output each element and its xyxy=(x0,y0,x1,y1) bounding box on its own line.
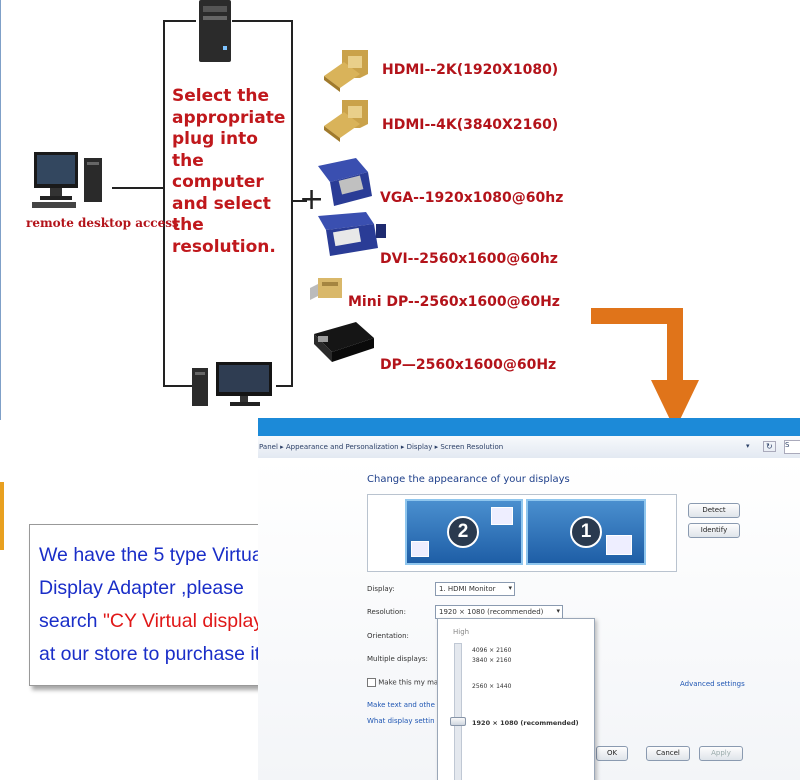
page-title: Change the appearance of your displays xyxy=(367,474,570,485)
promo-line: We have the 5 type Virtual xyxy=(39,544,268,566)
text-size-link[interactable]: Make text and othe xyxy=(367,701,435,709)
plug-label-mini-dp: Mini DP--2560x1600@60Hz xyxy=(348,294,560,310)
keyboard-icon xyxy=(606,535,632,555)
slider-high-label: High xyxy=(453,628,470,636)
monitor-number: 2 xyxy=(447,516,479,548)
monitor-number: 1 xyxy=(570,516,602,548)
ok-button[interactable]: OK xyxy=(596,746,628,761)
monitor-1[interactable]: 1 xyxy=(526,499,646,565)
apply-button[interactable]: Apply xyxy=(699,746,743,761)
display-settings-link[interactable]: What display settin xyxy=(367,717,435,725)
loop-bottom-right xyxy=(276,385,293,387)
plug-label-vga: VGA--1920x1080@60hz xyxy=(380,190,564,206)
detect-button[interactable]: Detect xyxy=(688,503,740,518)
arrow-down-icon xyxy=(591,308,699,430)
display-select[interactable]: 1. HDMI Monitor ▾ xyxy=(435,582,515,596)
chevron-down-icon: ▾ xyxy=(556,607,560,615)
remote-connector-line xyxy=(112,187,164,189)
search-box[interactable]: S xyxy=(784,440,800,454)
loop-top-left xyxy=(163,20,196,22)
orientation-label: Orientation: xyxy=(367,632,409,640)
chevron-down-icon[interactable]: ▾ xyxy=(746,442,750,450)
instruction-line: the xyxy=(172,215,204,235)
plug-label-hdmi-4k: HDMI--4K(3840X2160) xyxy=(382,117,559,133)
promo-line: Display Adapter ,please xyxy=(39,577,244,599)
advanced-settings-link[interactable]: Advanced settings xyxy=(680,680,745,688)
remote-desktop-label: remote desktop access xyxy=(26,216,179,230)
promo-store-name: "CY Virtual display" xyxy=(102,610,270,632)
resolution-select[interactable]: 1920 × 1080 (recommended) ▾ xyxy=(435,605,563,619)
loop-top-right xyxy=(232,20,293,22)
main-display-checkbox[interactable]: Make this my ma xyxy=(367,678,438,687)
resolution-option[interactable]: 2560 × 1440 xyxy=(472,683,512,690)
monitor-icon xyxy=(491,507,513,525)
plug-label-dp: DP—2560x1600@60Hz xyxy=(380,357,557,373)
dp-plug-icon xyxy=(314,322,374,362)
mini-dp-plug-icon xyxy=(310,278,342,300)
loop-right-line xyxy=(291,20,293,387)
refresh-icon[interactable]: ↻ xyxy=(763,441,776,452)
resolution-option[interactable]: 1920 × 1080 (recommended) xyxy=(472,719,579,727)
resolution-option[interactable]: 3840 × 2160 xyxy=(472,657,512,664)
desktop-computer-icon xyxy=(32,152,102,208)
instruction-line: Select the xyxy=(172,86,270,106)
breadcrumb-item[interactable]: Screen Resolution xyxy=(440,443,504,451)
loop-left-line xyxy=(163,20,165,387)
multiple-displays-label: Multiple displays: xyxy=(367,655,428,663)
loop-bottom-left xyxy=(163,385,193,387)
resolution-label: Resolution: xyxy=(367,608,406,616)
resolution-dropdown[interactable]: High 4096 × 2160 3840 × 2160 2560 × 1440… xyxy=(437,618,595,780)
breadcrumb-item[interactable]: Panel xyxy=(259,443,278,451)
instruction-line: plug into xyxy=(172,129,258,149)
breadcrumb-item[interactable]: Appearance and Personalization xyxy=(285,443,399,451)
pc-tower-icon xyxy=(199,0,231,62)
hdmi-plug-icon xyxy=(324,100,368,142)
orange-edge-mark xyxy=(0,482,4,550)
breadcrumb: Panel ▸ Appearance and Personalization ▸… xyxy=(258,436,800,459)
plus-sign: + xyxy=(299,182,325,217)
instruction-line: resolution. xyxy=(172,236,276,257)
display-select-value: 1. HDMI Monitor xyxy=(439,585,496,593)
plug-label-hdmi-2k: HDMI--2K(1920X1080) xyxy=(382,62,559,78)
breadcrumb-item[interactable]: Display xyxy=(406,443,433,451)
instruction-line: and select xyxy=(172,193,271,214)
plugs-connector-line xyxy=(291,200,307,202)
resolution-option[interactable]: 4096 × 2160 xyxy=(472,647,512,654)
checkbox-label: Make this my ma xyxy=(378,678,439,687)
instruction-line: computer xyxy=(172,172,264,192)
slider-thumb[interactable] xyxy=(450,717,466,726)
instruction-line: appropriate xyxy=(172,107,286,128)
instruction-line: the xyxy=(172,150,204,171)
window-body: Change the appearance of your displays 2… xyxy=(258,458,800,780)
promo-line: search "CY Virtual display" xyxy=(39,605,328,638)
identify-button[interactable]: Identify xyxy=(688,523,740,538)
dvi-plug-icon xyxy=(318,212,386,256)
display-label: Display: xyxy=(367,585,395,593)
checkbox-box[interactable] xyxy=(367,678,376,687)
instruction-text: Select the appropriate plug into the com… xyxy=(172,86,285,258)
cancel-button[interactable]: Cancel xyxy=(646,746,690,761)
window-titlebar xyxy=(258,418,800,436)
left-edge-border xyxy=(0,0,1,420)
promo-line: at our store to purchase it. xyxy=(39,643,266,665)
promo-search-text: search xyxy=(39,610,103,632)
screen-resolution-window: Panel ▸ Appearance and Personalization ▸… xyxy=(258,418,800,780)
slider-track xyxy=(454,643,462,780)
resolution-select-value: 1920 × 1080 (recommended) xyxy=(439,608,544,616)
hdmi-plug-icon xyxy=(324,50,368,92)
monitor-pc-icon xyxy=(192,362,272,406)
monitor-icon xyxy=(411,541,429,557)
plug-label-dvi: DVI--2560x1600@60hz xyxy=(380,251,558,267)
vga-plug-icon xyxy=(318,158,372,206)
monitor-2[interactable]: 2 xyxy=(405,499,523,565)
chevron-down-icon: ▾ xyxy=(508,584,512,592)
